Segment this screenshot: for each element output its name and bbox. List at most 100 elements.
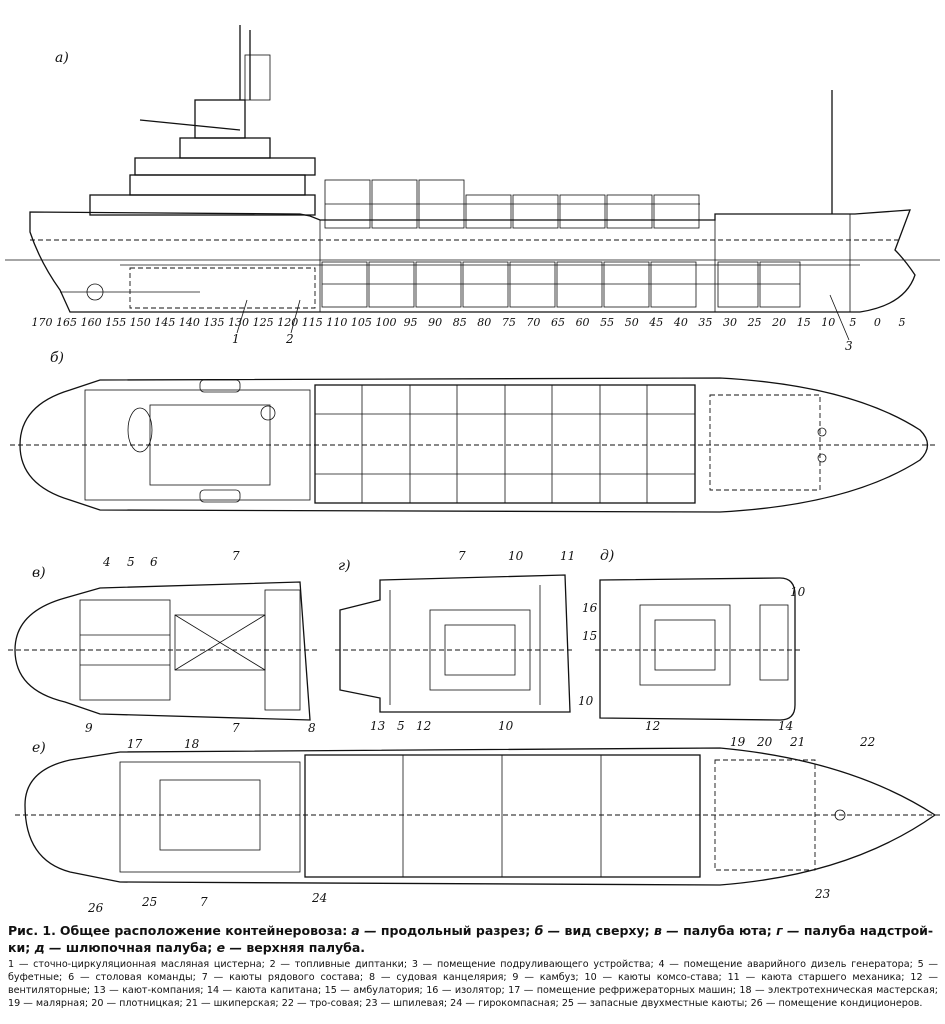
frame-number: 160: [81, 316, 102, 329]
frame-number: 25: [747, 316, 762, 329]
caption-label: верхняя палуба.: [246, 940, 366, 955]
callout-d-10a: 10: [790, 585, 806, 599]
superstructure-outline: [339, 574, 571, 713]
callout-v-6: 6: [150, 555, 158, 569]
frame-number: 80: [477, 316, 491, 329]
frame-number: 145: [154, 316, 175, 329]
callout-e-19: 19: [730, 735, 746, 749]
view-e-label: е): [32, 740, 46, 756]
callout-e-21: 21: [789, 735, 805, 749]
callout-e-18: 18: [184, 737, 200, 751]
callout-a-3: 3: [845, 339, 853, 353]
frame-number: 100: [376, 316, 397, 329]
frame-number: 125: [253, 316, 274, 329]
caption-key: е —: [212, 940, 247, 955]
frame-number: 45: [648, 316, 663, 329]
caption-label: шлюпочная палуба;: [65, 940, 213, 955]
frame-number: 5: [899, 316, 906, 329]
frame-number: 170: [32, 316, 53, 329]
frame-number: 105: [351, 316, 372, 329]
callout-v-7a: 7: [232, 549, 240, 563]
callout-e-24: 24: [311, 891, 327, 905]
frame-number: 70: [526, 316, 540, 329]
frame-number: 110: [326, 316, 347, 329]
callout-g-5: 5: [397, 719, 405, 733]
frame-number: 5: [849, 316, 856, 329]
figure-caption: Рис. 1. Общее расположение контейнеровоз…: [8, 922, 938, 956]
frame-number: 85: [453, 316, 467, 329]
frame-number: 65: [551, 316, 565, 329]
callout-d-16: 16: [582, 601, 598, 615]
caption-key: а —: [351, 923, 381, 938]
frame-number: 75: [502, 316, 516, 329]
callout-d-12: 12: [645, 719, 660, 733]
caption-label: палуба юта;: [683, 923, 772, 938]
callout-a-1: 1: [232, 332, 240, 346]
caption-key: г —: [771, 923, 804, 938]
callout-e-25: 25: [141, 895, 157, 909]
hold-container-stacks: [321, 261, 801, 308]
callout-v-9: 9: [85, 721, 93, 735]
view-g-superstructure-deck: г) 7 10 11 13 5 12 10: [335, 549, 575, 733]
boat-deck-outline: [599, 577, 796, 721]
hull-outline-top: [19, 377, 929, 513]
callout-g-10a: 10: [508, 549, 524, 563]
callout-e-20: 20: [756, 735, 773, 749]
view-a-label: а): [55, 50, 69, 66]
frame-number: 50: [625, 316, 639, 329]
caption-prefix: Рис. 1.: [8, 923, 56, 938]
caption-key: б —: [530, 923, 565, 938]
caption-key: д —: [30, 940, 66, 955]
callout-g-10b: 10: [498, 719, 514, 733]
callout-e-23: 23: [814, 887, 831, 901]
frame-number: 135: [204, 316, 225, 329]
frame-number: 30: [723, 316, 737, 329]
caption-items: а — продольный разрез; б — вид сверху; в…: [8, 923, 933, 955]
view-e-upper-deck: е) 17 18 19 20 21 22 26 25 7 24 23: [15, 735, 940, 915]
frame-number: 140: [179, 316, 200, 329]
frame-number: 150: [130, 316, 151, 329]
frame-number: 55: [600, 316, 614, 329]
frame-number: 0: [874, 316, 881, 329]
poop-deck-outline: [14, 581, 311, 721]
caption-label: вид сверху;: [564, 923, 650, 938]
view-g-label: г): [338, 558, 351, 574]
frame-number: 155: [105, 316, 126, 329]
frame-number: 95: [404, 316, 418, 329]
hull-profile: [29, 209, 916, 313]
frame-number: 10: [821, 316, 835, 329]
caption-text: Общее расположение контейнеровоза:: [59, 923, 348, 938]
callout-g-13: 13: [370, 719, 386, 733]
frame-number: 115: [302, 316, 323, 329]
frame-number: 40: [673, 316, 688, 329]
callout-v-4: 4: [102, 555, 111, 569]
callout-e-26: 26: [87, 901, 104, 915]
callout-g-12: 12: [416, 719, 431, 733]
view-d-boat-deck: д) 16 15 10 10 12 14: [578, 548, 806, 733]
callout-e-22: 22: [859, 735, 875, 749]
callout-v-5: 5: [127, 555, 135, 569]
frame-number: 35: [698, 316, 712, 329]
frame-number: 60: [576, 316, 590, 329]
view-b-label: б): [50, 350, 64, 366]
view-v-label: в): [32, 565, 46, 581]
caption-label: палуба надстрой-ки;: [8, 923, 934, 955]
callout-v-8: 8: [308, 721, 316, 735]
figure-legend: 1 — сточно-циркуляционная масляная цисте…: [8, 959, 938, 1009]
frame-number: 130: [228, 316, 249, 329]
callout-v-7b: 7: [232, 721, 240, 735]
callout-g-11: 11: [560, 549, 575, 563]
caption-key: в —: [649, 923, 684, 938]
caption-label: продольный разрез;: [380, 923, 531, 938]
callout-e-17: 17: [127, 737, 143, 751]
callout-a-2: 2: [285, 332, 294, 346]
frame-number: 15: [797, 316, 811, 329]
view-v-poop-deck: в) 4 5 6 7 7 8 9: [8, 549, 318, 735]
view-b-top: б): [10, 350, 935, 513]
callout-e-7: 7: [200, 895, 208, 909]
callout-d-15: 15: [582, 629, 597, 643]
upper-deck-outline: [24, 747, 937, 886]
